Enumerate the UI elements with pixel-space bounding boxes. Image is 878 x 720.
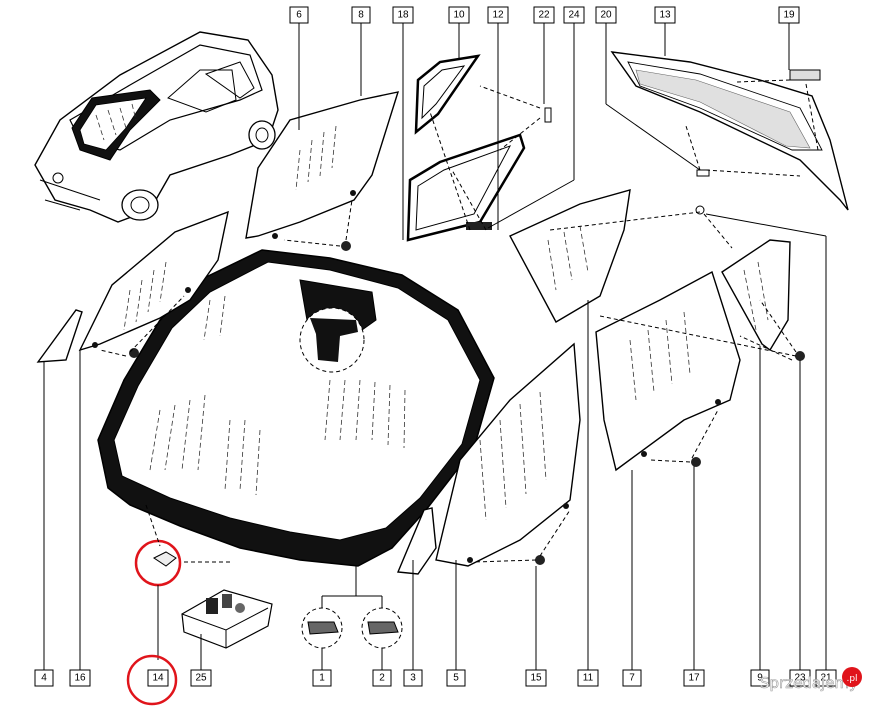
svg-text:21: 21 bbox=[820, 673, 832, 684]
svg-text:11: 11 bbox=[583, 673, 594, 684]
callout-7: 7 bbox=[622, 669, 642, 687]
svg-text:7: 7 bbox=[629, 673, 635, 684]
callout-13: 13 bbox=[654, 6, 676, 24]
watermark: Sprzedajemy .pl bbox=[760, 667, 862, 692]
callout-6: 6 bbox=[289, 6, 309, 24]
adhesive-kit bbox=[181, 589, 273, 649]
callout-20: 20 bbox=[595, 6, 617, 24]
assembly-arrows bbox=[99, 79, 819, 563]
svg-text:10: 10 bbox=[453, 10, 465, 21]
quarter-glasses bbox=[406, 54, 552, 242]
callout-12: 12 bbox=[487, 6, 509, 24]
callout-21: 21 bbox=[815, 669, 837, 687]
callout-18: 18 bbox=[392, 6, 414, 24]
svg-text:3: 3 bbox=[410, 673, 416, 684]
rear-door-glasses bbox=[396, 189, 805, 575]
callout-17: 17 bbox=[683, 669, 705, 687]
leader-lines bbox=[43, 23, 827, 670]
callout-15: 15 bbox=[525, 669, 547, 687]
svg-text:23: 23 bbox=[794, 673, 806, 684]
callout-23: 23 bbox=[789, 669, 811, 687]
windscreen-assembly bbox=[97, 249, 495, 567]
svg-text:22: 22 bbox=[538, 10, 550, 21]
svg-text:24: 24 bbox=[568, 10, 580, 21]
watermark-badge: .pl bbox=[846, 674, 857, 684]
callout-9: 9 bbox=[750, 669, 770, 687]
callout-10: 10 bbox=[448, 6, 470, 24]
svg-text:5: 5 bbox=[453, 673, 459, 684]
svg-text:15: 15 bbox=[530, 673, 542, 684]
callout-3: 3 bbox=[403, 669, 423, 687]
svg-text:6: 6 bbox=[296, 10, 302, 21]
callout-2: 2 bbox=[372, 669, 392, 687]
svg-text:9: 9 bbox=[757, 673, 763, 684]
front-door-glass-left bbox=[36, 91, 400, 363]
callout-16: 16 bbox=[69, 669, 91, 687]
svg-text:16: 16 bbox=[74, 673, 86, 684]
callout-boxes: 6 8 18 10 12 22 24 20 bbox=[34, 6, 837, 706]
watermark-badge-icon bbox=[842, 667, 862, 687]
callout-11: 11 bbox=[577, 669, 599, 687]
callout-5: 5 bbox=[446, 669, 466, 687]
callout-24: 24 bbox=[563, 6, 585, 24]
svg-text:14: 14 bbox=[152, 673, 164, 684]
svg-text:20: 20 bbox=[600, 10, 612, 21]
svg-text:17: 17 bbox=[688, 673, 700, 684]
svg-text:4: 4 bbox=[41, 673, 47, 684]
svg-text:8: 8 bbox=[358, 10, 364, 21]
svg-text:12: 12 bbox=[492, 10, 504, 21]
svg-text:25: 25 bbox=[195, 673, 207, 684]
highlight-ring-part bbox=[134, 539, 182, 587]
svg-text:1: 1 bbox=[319, 673, 325, 684]
callout-22: 22 bbox=[533, 6, 555, 24]
callout-8: 8 bbox=[351, 6, 371, 24]
clip-part bbox=[134, 539, 182, 587]
callout-19: 19 bbox=[778, 6, 800, 24]
callout-25: 25 bbox=[190, 669, 212, 687]
seal-profiles bbox=[301, 566, 403, 649]
watermark-text: Sprzedajemy bbox=[760, 674, 858, 692]
rear-screen bbox=[610, 51, 849, 211]
svg-text:2: 2 bbox=[379, 673, 385, 684]
car-illustration bbox=[34, 31, 279, 223]
svg-text:19: 19 bbox=[783, 10, 795, 21]
svg-text:13: 13 bbox=[659, 10, 671, 21]
callout-4: 4 bbox=[34, 669, 54, 687]
callout-14: 14 bbox=[126, 654, 178, 706]
highlight-ring-label bbox=[126, 654, 178, 706]
svg-text:18: 18 bbox=[397, 10, 409, 21]
callout-1: 1 bbox=[312, 669, 332, 687]
